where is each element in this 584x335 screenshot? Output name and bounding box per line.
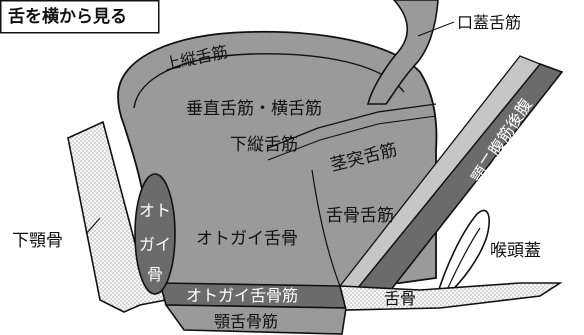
label-hyoglossus: 舌骨舌筋 xyxy=(326,206,394,226)
styloglossus-line xyxy=(267,103,437,149)
label-genial-2: ガイ xyxy=(139,235,171,254)
hyoid-bone xyxy=(338,282,563,311)
label-genioglossus: オトガイ舌骨 xyxy=(196,229,298,249)
epiglottis-shape xyxy=(437,209,490,297)
label-geniohyoid: オトガイ舌骨筋 xyxy=(186,286,298,305)
title: 舌を横から見る xyxy=(8,6,127,27)
label-genial-1: オト xyxy=(139,201,171,220)
genial-tubercle xyxy=(134,173,176,295)
label-palatoglossus: 口蓋舌筋 xyxy=(457,13,521,32)
hyoglossus-line xyxy=(311,169,341,287)
mylohyoid-muscle xyxy=(164,304,347,335)
stylo-hyoid-line xyxy=(267,115,437,161)
epiglottis-inner-line xyxy=(446,227,481,291)
palatoglossus-muscle xyxy=(366,0,439,105)
tongue-body xyxy=(117,30,438,295)
label-hyoid: 舌骨 xyxy=(384,289,416,308)
label-epiglottis: 喉頭蓋 xyxy=(490,241,541,261)
label-genial-3: 骨 xyxy=(147,265,163,284)
inner-arch-outline xyxy=(133,53,405,109)
leader-kogai xyxy=(417,21,455,37)
title-box xyxy=(0,0,160,34)
leader-kagakukotsu xyxy=(85,217,101,235)
label-inferior-longitudinal: 下縦舌筋 xyxy=(230,135,298,155)
label-vertical-transverse: 垂直舌筋・横舌筋 xyxy=(186,99,322,119)
label-mandible: 下顎骨 xyxy=(12,231,63,251)
label-mylohyoid: 顎舌骨筋 xyxy=(214,312,278,331)
